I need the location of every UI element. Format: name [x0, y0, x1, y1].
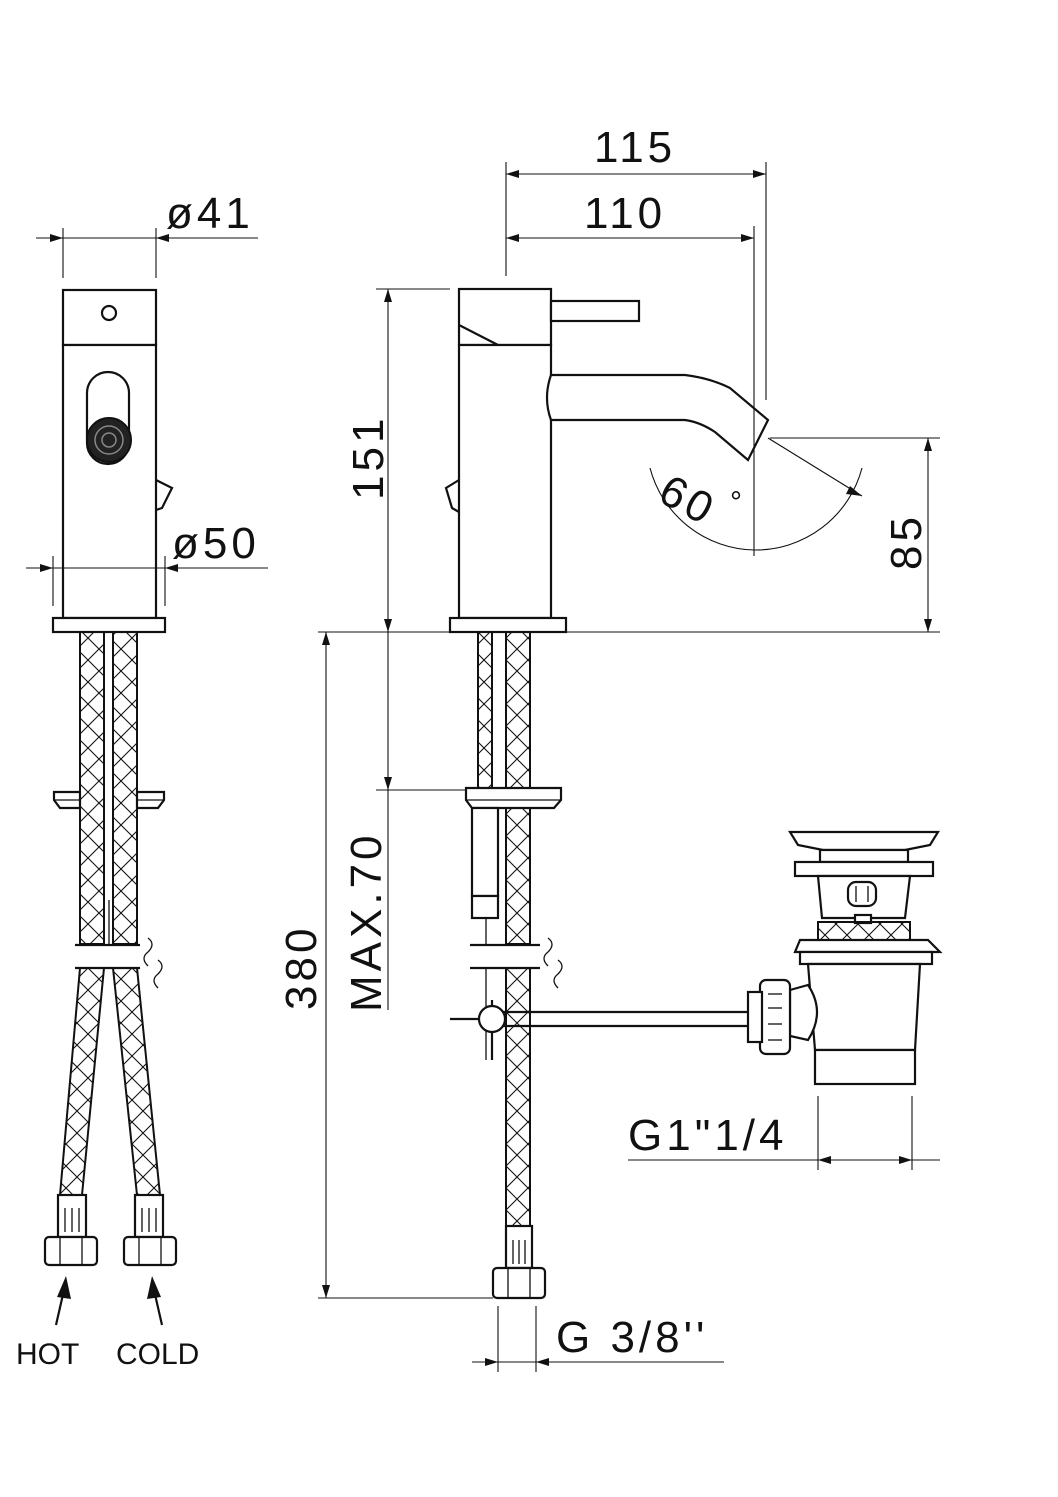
dim-thread-3-8: G 3/8''	[472, 1306, 724, 1372]
dim-height-151-text: 151	[344, 415, 393, 500]
hot-label: HOT	[16, 1338, 79, 1371]
dim-angle-60-text: 60	[651, 466, 724, 536]
side-hose-lower	[505, 967, 531, 1227]
waste-plug-head	[788, 830, 940, 852]
waste-nut	[793, 938, 943, 954]
side-hose-fitting-nut	[491, 1266, 547, 1300]
dim-reach-115: 115	[505, 123, 767, 400]
dim-diameter-50-text: ø50	[172, 519, 260, 568]
front-aerator	[86, 417, 132, 463]
side-popup-knob	[444, 479, 460, 513]
waste-flange	[793, 860, 935, 878]
front-screw-hole	[100, 304, 118, 322]
waste-side-inlet	[788, 983, 819, 1042]
side-linkage-clip	[477, 1004, 507, 1034]
hot-arrow-icon	[54, 1276, 71, 1326]
dim-height-85: 85	[770, 437, 940, 632]
waste-linkage-nut	[758, 978, 792, 1056]
dim-diameter-41: ø41	[36, 189, 258, 278]
hot-fitting-nut	[43, 1235, 99, 1267]
side-lever-handle	[549, 299, 641, 323]
dim-thread-1-1-4-text: G1"1/4	[628, 1111, 787, 1160]
dim-thread-1-1-4: G1"1/4	[628, 1096, 940, 1170]
front-popup-knob	[155, 479, 174, 512]
hose-cold-upper	[112, 631, 138, 945]
dim-angle-60: 60 °	[649, 437, 863, 551]
waste-slot	[846, 880, 878, 908]
waste-body-lower	[806, 962, 922, 1052]
dim-length-380: 380	[277, 632, 493, 1299]
side-popup-rod	[470, 806, 500, 898]
dim-reach-115-text: 115	[594, 123, 676, 172]
side-lever-cap	[457, 287, 553, 347]
dim-max-70: MAX.70	[342, 632, 466, 1012]
front-body	[61, 343, 158, 620]
dim-diameter-50: ø50	[26, 519, 268, 606]
cold-arrow-icon	[147, 1276, 164, 1326]
dim-max-70-text: MAX.70	[342, 831, 391, 1012]
front-outlet-slot	[85, 370, 131, 466]
side-threaded-rod	[477, 631, 493, 791]
hose-hot-upper	[79, 631, 105, 945]
hose-hot-lower	[58, 967, 106, 1196]
waste-plug-stem	[818, 848, 910, 864]
dim-height-85-text: 85	[882, 513, 931, 570]
front-top-cap	[61, 288, 158, 347]
side-fixing-nut	[464, 786, 563, 810]
dim-diameter-41-text: ø41	[166, 189, 254, 238]
cold-fitting-nut	[122, 1235, 178, 1267]
dim-reach-110: 110	[506, 189, 755, 556]
front-base-ring	[51, 616, 167, 634]
side-view: 115 110 151 85	[277, 123, 940, 1372]
dim-height-151: 151	[344, 288, 450, 632]
dim-thread-3-8-text: G 3/8''	[556, 1313, 708, 1362]
waste-assembly: G1"1/4	[628, 830, 943, 1170]
side-spout	[545, 373, 770, 462]
dim-reach-110-text: 110	[584, 189, 666, 238]
waste-body-upper	[816, 874, 912, 920]
dim-length-380-text: 380	[277, 925, 326, 1010]
side-lever-slope	[458, 324, 499, 346]
side-base-ring	[448, 616, 568, 634]
hose-cold-lower	[111, 967, 162, 1196]
front-view: HOT COLD ø41 ø50	[16, 189, 268, 1371]
cold-label: COLD	[116, 1338, 199, 1371]
dim-angle-degree: °	[730, 486, 742, 519]
waste-thread	[817, 921, 911, 941]
side-body	[457, 343, 553, 620]
waste-tail	[813, 1048, 917, 1086]
